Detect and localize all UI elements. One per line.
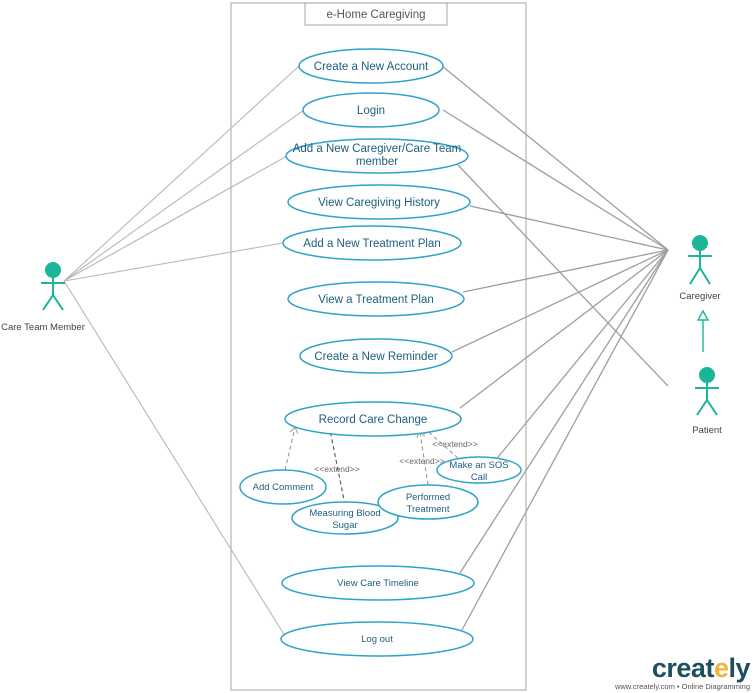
extend-line-performed	[420, 432, 429, 486]
use-case-label: Create a New Reminder	[314, 351, 438, 363]
extend-line-add-comment	[284, 428, 295, 471]
use-case-label: View Care Timeline	[337, 578, 419, 589]
assoc-line	[63, 109, 305, 282]
use-case-add-treatment[interactable]: Add a New Treatment Plan	[282, 225, 462, 261]
assoc-line	[442, 109, 669, 251]
brand-tagline: www.creately.com • Online Diagramming	[614, 682, 750, 691]
creately-logo[interactable]: creately www.creately.com • Online Diagr…	[614, 653, 751, 691]
actor-caregiver[interactable]: Caregiver	[679, 235, 721, 302]
use-case-performed[interactable]: Performed Treatment	[377, 484, 479, 520]
actor-label: Caregiver	[679, 291, 720, 302]
caregiver-associations	[441, 65, 669, 631]
assoc-line	[63, 280, 286, 637]
system-title: e-Home Caregiving	[326, 9, 425, 21]
stick-figure-icon	[41, 262, 65, 311]
use-case-view-timeline[interactable]: View Care Timeline	[281, 565, 475, 601]
care-team-associations	[63, 65, 305, 637]
use-case-label: View Caregiving History	[318, 197, 440, 209]
use-case-label: Add a New Treatment Plan	[303, 238, 440, 250]
use-case-label: Add a New Caregiver/Care Team	[293, 143, 462, 155]
extend-line-measuring	[329, 429, 346, 506]
use-case-create-account[interactable]: Create a New Account	[298, 48, 444, 84]
use-case-add-comment[interactable]: Add Comment	[239, 469, 327, 505]
extend-label-measuring: <<extend>>	[314, 464, 359, 474]
use-case-add-caregiver[interactable]: Add a New Caregiver/Care Team member	[285, 138, 469, 174]
extend-label-performed: <<extend>>	[399, 456, 444, 466]
assoc-line	[461, 249, 669, 631]
assoc-line	[63, 242, 284, 282]
use-case-label: Log out	[361, 634, 393, 645]
use-case-label: Create a New Account	[314, 61, 429, 73]
assoc-line	[459, 249, 669, 574]
assoc-line	[469, 205, 669, 251]
extend-label-sos: <<extend>>	[432, 439, 477, 449]
assoc-line	[441, 65, 669, 251]
use-case-label: Record Care Change	[319, 414, 428, 426]
patient-association	[457, 164, 669, 387]
use-case-label: Performed	[406, 492, 450, 503]
use-case-label: Treatment	[407, 504, 450, 515]
assoc-line	[462, 249, 669, 293]
use-case-view-history[interactable]: View Caregiving History	[287, 184, 471, 220]
actor-patient[interactable]: Patient	[692, 367, 722, 436]
brand-name: creately	[651, 653, 751, 683]
extend-dependencies	[284, 428, 459, 506]
use-case-label: Call	[471, 472, 487, 483]
use-case-label: Sugar	[332, 520, 357, 531]
use-case-login[interactable]: Login	[302, 92, 440, 128]
assoc-line	[63, 65, 300, 282]
stick-figure-icon	[695, 367, 719, 416]
use-case-label: Make an SOS	[449, 460, 508, 471]
use-case-label: View a Treatment Plan	[318, 294, 434, 306]
stick-figure-icon	[688, 235, 712, 285]
use-case-label: Login	[357, 105, 385, 117]
system-title-box	[304, 2, 448, 26]
use-case-create-reminder[interactable]: Create a New Reminder	[299, 338, 453, 374]
actor-label: Patient	[692, 425, 722, 436]
actor-care-team[interactable]: Care Team Member	[1, 262, 85, 333]
assoc-line	[459, 249, 669, 409]
use-case-sos[interactable]: Make an SOS Call	[436, 456, 522, 484]
use-case-record-change[interactable]: Record Care Change	[284, 401, 462, 437]
use-case-view-treatment[interactable]: View a Treatment Plan	[287, 281, 465, 317]
generalization-arrow	[696, 309, 710, 352]
use-case-label: Add Comment	[253, 482, 314, 493]
assoc-line	[451, 249, 669, 353]
use-case-measuring[interactable]: Measuring Blood Sugar	[291, 501, 399, 535]
assoc-line	[475, 249, 669, 485]
assoc-line	[63, 155, 288, 282]
extend-line-sos	[424, 428, 459, 459]
use-case-label: member	[356, 156, 398, 168]
use-case-logout[interactable]: Log out	[280, 621, 474, 657]
use-case-label: Measuring Blood	[309, 508, 380, 519]
actor-label: Care Team Member	[1, 322, 85, 333]
